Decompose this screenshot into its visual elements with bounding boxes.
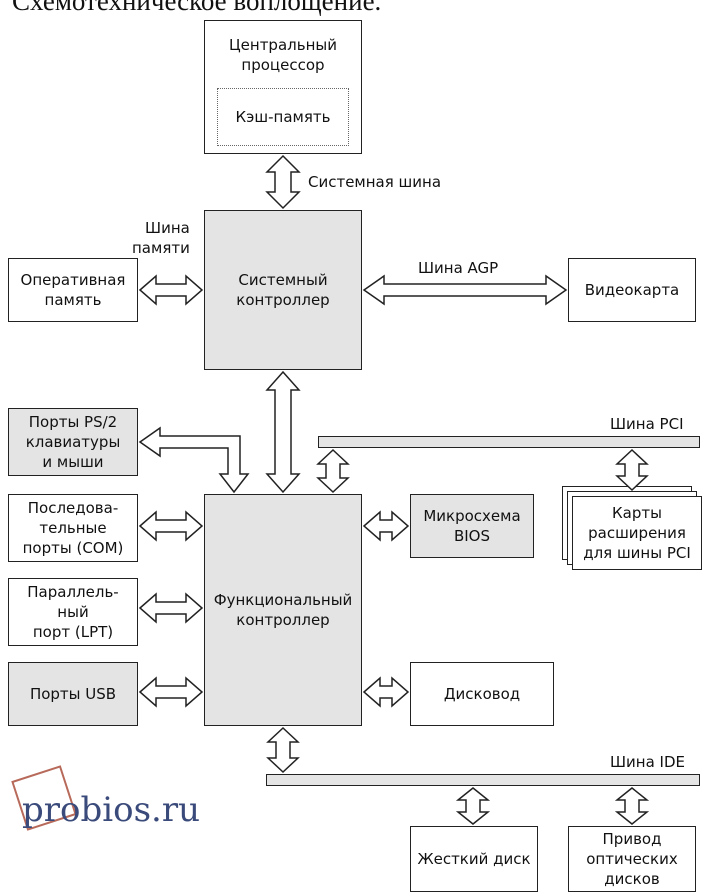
hard-disk-label: Жесткий диск	[417, 850, 531, 868]
video-card-label: Видеокарта	[584, 281, 680, 299]
memory-bus-label: Шина памяти	[132, 219, 190, 257]
watermark-logo: probios.ru	[22, 790, 201, 830]
cache-memory-label: Кэш-память	[235, 108, 331, 126]
optical-drive-block: Привод оптических дисков	[568, 826, 696, 892]
cache-memory-block: Кэш-память	[217, 88, 349, 146]
ps2-ports-block: Порты PS/2 клавиатуры и мыши	[8, 408, 138, 476]
pci-bus-label: Шина PCI	[610, 415, 684, 433]
usb-ports-block: Порты USB	[8, 662, 138, 726]
pci-cards-block: Карты расширения для шины PCI	[572, 496, 702, 570]
arrow-system-bus	[265, 154, 301, 210]
arrow-memory-bus	[138, 274, 204, 306]
ps2-ports-label: Порты PS/2 клавиатуры и мыши	[25, 413, 121, 471]
ram-block: Оперативная память	[8, 258, 138, 322]
optical-drive-label: Привод оптических дисков	[586, 830, 678, 888]
ide-bus-bar	[266, 774, 700, 786]
arrow-hdd	[455, 787, 491, 825]
system-controller-block: Системный контроллер	[204, 210, 362, 370]
ram-label: Оперативная память	[20, 271, 126, 309]
system-bus-label: Системная шина	[308, 173, 442, 191]
arrow-pci-south	[316, 448, 350, 494]
arrow-bios	[362, 510, 410, 542]
ide-bus-label: Шина IDE	[610, 753, 686, 771]
arrow-lpt	[138, 592, 204, 624]
arrow-agp-bus	[362, 274, 568, 306]
page-heading: Схемотехническое воплощение.	[12, 0, 382, 16]
arrow-usb	[138, 676, 204, 708]
lpt-port-block: Параллель- ный порт (LPT)	[8, 578, 138, 646]
usb-ports-label: Порты USB	[29, 685, 117, 703]
bios-chip-block: Микросхема BIOS	[410, 494, 534, 558]
arrow-optical	[614, 787, 650, 825]
agp-bus-label: Шина AGP	[418, 259, 499, 277]
cpu-label: Центральный процессор	[229, 36, 337, 74]
function-controller-block: Функциональный контроллер	[204, 494, 362, 726]
pci-cards-label: Карты расширения для шины PCI	[583, 504, 691, 562]
hard-disk-block: Жесткий диск	[410, 826, 538, 892]
arrow-pci-cards	[615, 448, 649, 492]
com-ports-block: Последова- тельные порты (COM)	[8, 494, 138, 562]
com-ports-label: Последова- тельные порты (COM)	[22, 499, 124, 557]
floppy-drive-label: Дисковод	[443, 685, 521, 703]
arrow-com	[138, 510, 204, 542]
system-controller-label: Системный контроллер	[236, 271, 330, 309]
bios-chip-label: Микросхема BIOS	[423, 507, 521, 545]
pci-bus-bar	[318, 436, 700, 448]
video-card-block: Видеокарта	[568, 258, 696, 322]
arrow-ps2	[138, 426, 250, 494]
cpu-block: Центральный процессор	[204, 20, 362, 154]
floppy-drive-block: Дисковод	[410, 662, 554, 726]
lpt-port-label: Параллель- ный порт (LPT)	[27, 583, 119, 641]
arrow-ide-south	[266, 726, 300, 774]
arrow-floppy	[362, 676, 410, 708]
function-controller-label: Функциональный контроллер	[213, 591, 353, 629]
arrow-internal-bus	[265, 370, 301, 494]
